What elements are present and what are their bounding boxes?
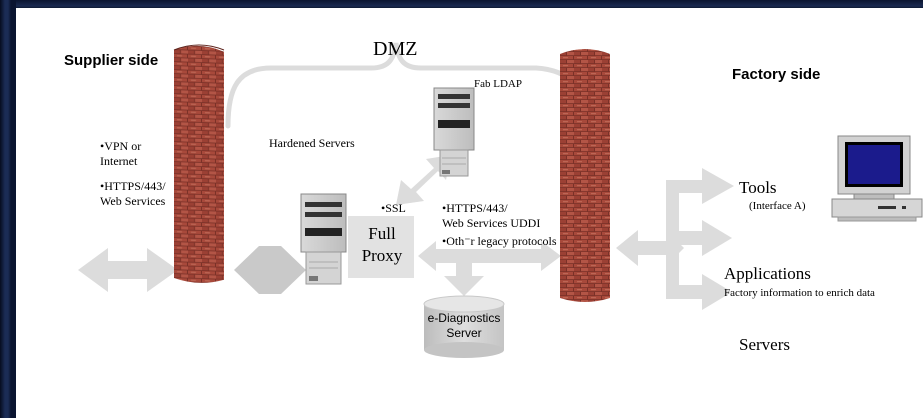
dmz-label: DMZ bbox=[373, 38, 418, 60]
factory-trunk bbox=[666, 180, 679, 298]
https-mid-label: •HTTPS/443/ Web Services UDDI bbox=[442, 201, 541, 230]
other-protocols-label: •Oth⁻r legacy protocols bbox=[442, 234, 557, 248]
applications-arrow bbox=[666, 274, 732, 310]
supplier-side-label: Supplier side bbox=[64, 52, 159, 69]
interface-arrow bbox=[679, 220, 732, 256]
servers-label: Servers bbox=[739, 335, 790, 354]
ediag-label: e-Diagnostics Server bbox=[427, 311, 501, 340]
vpn-label: •VPN or Internet bbox=[100, 139, 142, 168]
tools-label: Tools bbox=[739, 178, 777, 197]
proxy-box bbox=[348, 216, 414, 278]
workstation bbox=[831, 135, 923, 222]
fab-ldap-label: Fab LDAP bbox=[474, 78, 522, 90]
proxy-factory-arrow bbox=[418, 241, 561, 271]
ldap-server bbox=[433, 87, 475, 177]
factory-info-label: Factory information to enrich data bbox=[724, 287, 875, 299]
hardened-servers-label: Hardened Servers bbox=[269, 136, 355, 150]
diagram-graphics bbox=[78, 42, 923, 358]
interface-a-label: (Interface A) bbox=[749, 200, 806, 212]
ssl-label: •SSL bbox=[381, 201, 406, 215]
factory-side-label: Factory side bbox=[732, 66, 821, 83]
proxy-ldap-arrow bbox=[396, 155, 451, 205]
left-firewall bbox=[173, 44, 225, 283]
proxy-server bbox=[300, 193, 347, 285]
right-firewall bbox=[560, 49, 610, 302]
tools-arrow bbox=[666, 168, 734, 204]
network-diagram: Supplier side Factory side DMZ Fab LDAP … bbox=[16, 8, 923, 418]
internet-double-arrow bbox=[78, 248, 178, 292]
https-left-label: •HTTPS/443/ Web Services bbox=[100, 179, 166, 208]
applications-label: Applications bbox=[724, 264, 811, 283]
firewall-proxy-arrow bbox=[234, 246, 306, 294]
ediag-down-arrow bbox=[444, 256, 484, 296]
ediag-database bbox=[423, 295, 505, 358]
full-proxy-label: Full Proxy bbox=[361, 224, 403, 265]
